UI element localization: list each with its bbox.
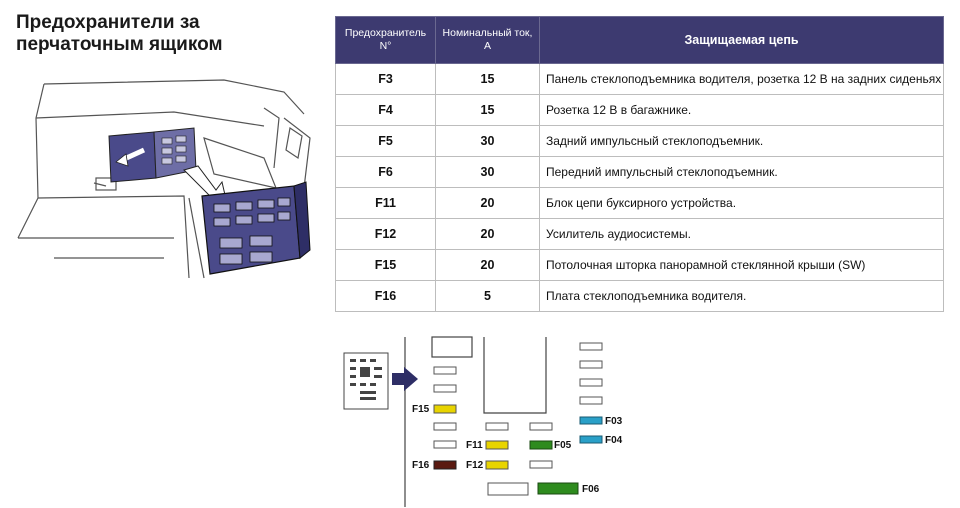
rated-current-cell: 15 [435, 63, 540, 95]
rated-current-cell: 30 [435, 125, 540, 157]
table-row: F11 20 Блок цепи буксирного устройства. [335, 187, 944, 219]
label-f11: F11 [466, 440, 483, 451]
rated-current-cell: 20 [435, 218, 540, 250]
fuse-f06 [537, 482, 579, 495]
table-row: F4 15 Розетка 12 В в багажнике. [335, 94, 944, 126]
header-rated-current: Номинальный ток, А [435, 16, 540, 64]
fuse-f15 [433, 404, 457, 414]
rated-current-cell: 20 [435, 187, 540, 219]
table-row: F3 15 Панель стеклоподъемника водителя, … [335, 63, 944, 95]
label-f12: F12 [466, 460, 484, 471]
table-row: F15 20 Потолочная шторка панорамной стек… [335, 249, 944, 281]
fuse-box-diagram: F15 F16 F11 F12 F05 F03 F04 F06 [343, 336, 623, 507]
fuse-number-cell: F6 [335, 156, 436, 188]
fuse-number-cell: F16 [335, 280, 436, 312]
fuse-number-cell: F12 [335, 218, 436, 250]
fuse-f04 [579, 435, 603, 444]
protected-circuit-cell: Передний импульсный стеклоподъемник. [539, 156, 944, 188]
fuse-f16 [433, 460, 457, 470]
fuse-f12 [485, 460, 509, 470]
fuse-number-cell: F15 [335, 249, 436, 281]
table-row: F5 30 Задний импульсный стеклоподъемник. [335, 125, 944, 157]
fuse-number-cell: F4 [335, 94, 436, 126]
glovebox-illustration [17, 79, 311, 279]
fuse-f11 [485, 440, 509, 450]
protected-circuit-cell: Панель стеклоподъемника водителя, розетк… [539, 63, 944, 95]
header-fuse-number: Предохранитель N° [335, 16, 436, 64]
fuse-number-cell: F5 [335, 125, 436, 157]
header-protected-circuit: Защищаемая цепь [539, 16, 944, 64]
fuse-number-cell: F11 [335, 187, 436, 219]
rated-current-cell: 15 [435, 94, 540, 126]
rated-current-cell: 30 [435, 156, 540, 188]
fuse-table: Предохранитель N° Номинальный ток, А Защ… [335, 16, 944, 312]
rated-current-cell: 20 [435, 249, 540, 281]
page-title: Предохранители за перчаточным ящиком [16, 12, 223, 55]
table-row: F16 5 Плата стеклоподъемника водителя. [335, 280, 944, 312]
fuse-f05 [529, 440, 553, 450]
label-f15: F15 [412, 404, 430, 415]
protected-circuit-cell: Задний импульсный стеклоподъемник. [539, 125, 944, 157]
label-f06: F06 [582, 484, 600, 495]
protected-circuit-cell: Блок цепи буксирного устройства. [539, 187, 944, 219]
fuse-panel-icon [343, 352, 389, 410]
table-row: F6 30 Передний импульсный стеклоподъемни… [335, 156, 944, 188]
fuse-f03 [579, 416, 603, 425]
protected-circuit-cell: Потолочная шторка панорамной стеклянной … [539, 249, 944, 281]
protected-circuit-cell: Плата стеклоподъемника водителя. [539, 280, 944, 312]
table-header-row: Предохранитель N° Номинальный ток, А Защ… [335, 16, 944, 64]
rated-current-cell: 5 [435, 280, 540, 312]
label-f16: F16 [412, 460, 430, 471]
protected-circuit-cell: Усилитель аудиосистемы. [539, 218, 944, 250]
arrow-right-icon [392, 367, 418, 391]
label-f04: F04 [605, 435, 623, 446]
protected-circuit-cell: Розетка 12 В в багажнике. [539, 94, 944, 126]
label-f03: F03 [605, 416, 623, 427]
table-row: F12 20 Усилитель аудиосистемы. [335, 218, 944, 250]
fuse-number-cell: F3 [335, 63, 436, 95]
label-f05: F05 [554, 440, 572, 451]
